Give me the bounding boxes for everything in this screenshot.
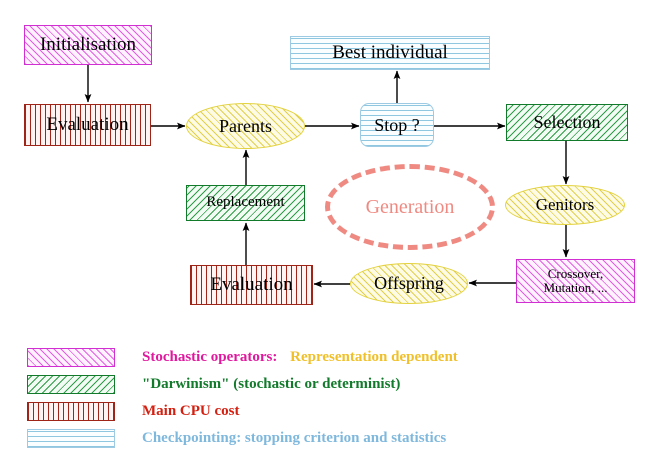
legend-text-secondary-0: Representation dependent (290, 349, 458, 365)
legend-row-stochastic-operators: Stochastic operators: Representation dep… (27, 348, 458, 367)
node-stop-label: Stop ? (374, 114, 420, 135)
node-parents[interactable]: Parents (186, 103, 305, 149)
node-initialisation-label: Initialisation (39, 34, 137, 56)
generation-label: Generation (365, 195, 455, 218)
node-stop[interactable]: Stop ? (360, 103, 434, 147)
legend-swatch-red-vertical (27, 402, 115, 421)
legend-label-darwinism: "Darwinism" (stochastic or determinist) (142, 376, 400, 393)
legend-swatch-magenta-diagonal (27, 348, 115, 367)
legend-text-primary-1: "Darwinism" (stochastic or determinist) (142, 376, 401, 392)
legend-text-primary-2: Main CPU cost (142, 403, 240, 419)
node-genitors-label: Genitors (535, 195, 595, 215)
node-evaluation-top-label: Evaluation (46, 114, 129, 136)
node-offspring[interactable]: Offspring (350, 263, 468, 304)
legend-row-checkpointing: Checkpointing: stopping criterion and st… (27, 429, 446, 448)
node-crossover-mutation[interactable]: Crossover, Mutation, ... (516, 259, 635, 303)
legend-swatch-green-diagonal (27, 375, 115, 394)
node-offspring-label: Offspring (374, 273, 444, 294)
node-parents-label: Parents (219, 115, 272, 136)
node-genitors[interactable]: Genitors (505, 185, 625, 225)
legend-swatch-blue-horizontal (27, 429, 115, 448)
node-replacement-label: Replacement (206, 194, 285, 211)
node-best-individual[interactable]: Best individual (290, 36, 490, 70)
node-initialisation[interactable]: Initialisation (24, 25, 152, 65)
legend-label-stochastic-operators: Stochastic operators: Representation dep… (142, 349, 458, 366)
node-evaluation-bottom[interactable]: Evaluation (190, 265, 313, 305)
legend-row-darwinism: "Darwinism" (stochastic or determinist) (27, 375, 400, 394)
generation-bubble: Generation (325, 164, 495, 250)
legend-row-main-cpu-cost: Main CPU cost (27, 402, 240, 421)
legend-text-primary-3: Checkpointing: stopping criterion and st… (142, 430, 447, 446)
node-replacement[interactable]: Replacement (186, 185, 305, 221)
node-evaluation-bottom-label: Evaluation (210, 274, 293, 296)
legend-label-checkpointing: Checkpointing: stopping criterion and st… (142, 430, 446, 447)
node-best-individual-label: Best individual (332, 42, 448, 64)
node-crossover-mutation-label: Crossover, Mutation, ... (543, 266, 608, 295)
node-selection-label: Selection (533, 112, 601, 133)
node-evaluation-top[interactable]: Evaluation (24, 104, 151, 146)
node-selection[interactable]: Selection (506, 104, 628, 141)
legend-text-primary-0: Stochastic operators: (142, 349, 278, 365)
legend-label-main-cpu-cost: Main CPU cost (142, 403, 240, 420)
